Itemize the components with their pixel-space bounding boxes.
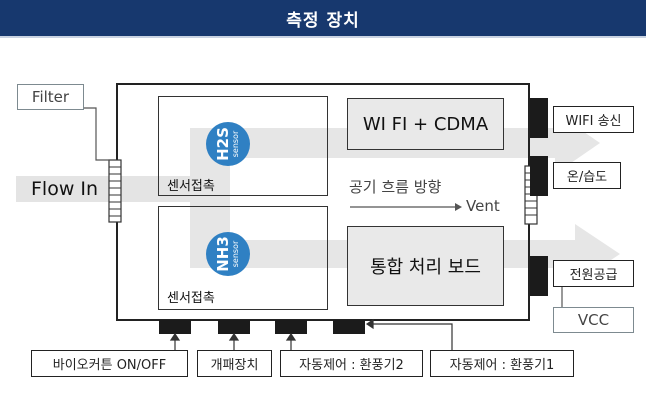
nh3-sensor-contact: 센서접촉 xyxy=(167,291,215,306)
comm-board-label: WI FI + CDMA xyxy=(362,113,489,135)
port-fan-1 xyxy=(333,320,365,334)
port-bio-curtain xyxy=(159,320,191,334)
vent-label: Vent xyxy=(466,197,500,215)
h2s-sensor-icon: H2S sensor xyxy=(206,122,250,166)
filter-label-text: Filter xyxy=(31,88,70,106)
flow-connector xyxy=(190,158,230,240)
filter-leader xyxy=(84,107,110,161)
port-fan-2 xyxy=(275,320,307,334)
output-label-wifi: WIFI 송신 xyxy=(553,106,634,133)
filter-element xyxy=(108,159,122,223)
nh3-sensor-chem: NH3 xyxy=(214,236,232,272)
diagram-title-bar: 측정 장치 xyxy=(0,0,646,36)
flow-in-label: Flow In xyxy=(31,178,99,200)
port-power xyxy=(530,256,548,296)
comm-board: WI FI + CDMA xyxy=(347,98,504,150)
output-label-bio-curtain-text: 바이오커튼 ON/OFF xyxy=(52,358,167,373)
output-label-fan-2-text: 자동제어 : 환풍기2 xyxy=(299,358,404,373)
sensor-box-h2s xyxy=(158,96,328,196)
diagram-title: 측정 장치 xyxy=(286,10,360,31)
main-board: 통합 처리 보드 xyxy=(347,226,504,306)
output-label-temp-humidity: 온/습도 xyxy=(553,162,621,189)
header-divider xyxy=(0,36,646,38)
output-label-fan-2: 자동제어 : 환풍기2 xyxy=(280,350,423,377)
h2s-sensor-chem: H2S xyxy=(214,127,232,161)
output-label-bio-curtain: 바이오커튼 ON/OFF xyxy=(31,350,188,377)
nh3-sensor-icon: NH3 sensor xyxy=(206,232,250,276)
sensor-box-nh3 xyxy=(158,206,328,310)
output-label-opening-device-text: 개패장치 xyxy=(210,358,259,373)
nh3-sensor-sub: sensor xyxy=(231,240,240,268)
output-label-temp-humidity-text: 온/습도 xyxy=(566,170,608,185)
h2s-sensor-contact: 센서접촉 xyxy=(167,179,215,194)
output-label-power-text: 전원공급 xyxy=(569,268,618,283)
vcc-label: VCC xyxy=(553,307,634,333)
airflow-arrow-head xyxy=(455,203,462,211)
port-opening-device xyxy=(218,320,250,334)
output-label-fan-1-text: 자동제어 : 환풍기1 xyxy=(449,358,555,373)
vcc-label-text: VCC xyxy=(577,311,610,329)
output-label-opening-device: 개패장치 xyxy=(197,350,272,377)
output-label-power: 전원공급 xyxy=(553,260,634,287)
port-wifi xyxy=(530,98,548,138)
h2s-sensor-sub: sensor xyxy=(231,130,240,158)
port-temp-humidity xyxy=(530,156,548,196)
output-label-wifi-text: WIFI 송신 xyxy=(565,114,622,129)
main-board-label: 통합 처리 보드 xyxy=(370,257,481,278)
output-label-fan-1: 자동제어 : 환풍기1 xyxy=(430,350,574,377)
flow-in-arrow xyxy=(16,176,190,202)
filter-label: Filter xyxy=(17,84,84,110)
airflow-label: 공기 흐름 방향 xyxy=(349,178,442,196)
